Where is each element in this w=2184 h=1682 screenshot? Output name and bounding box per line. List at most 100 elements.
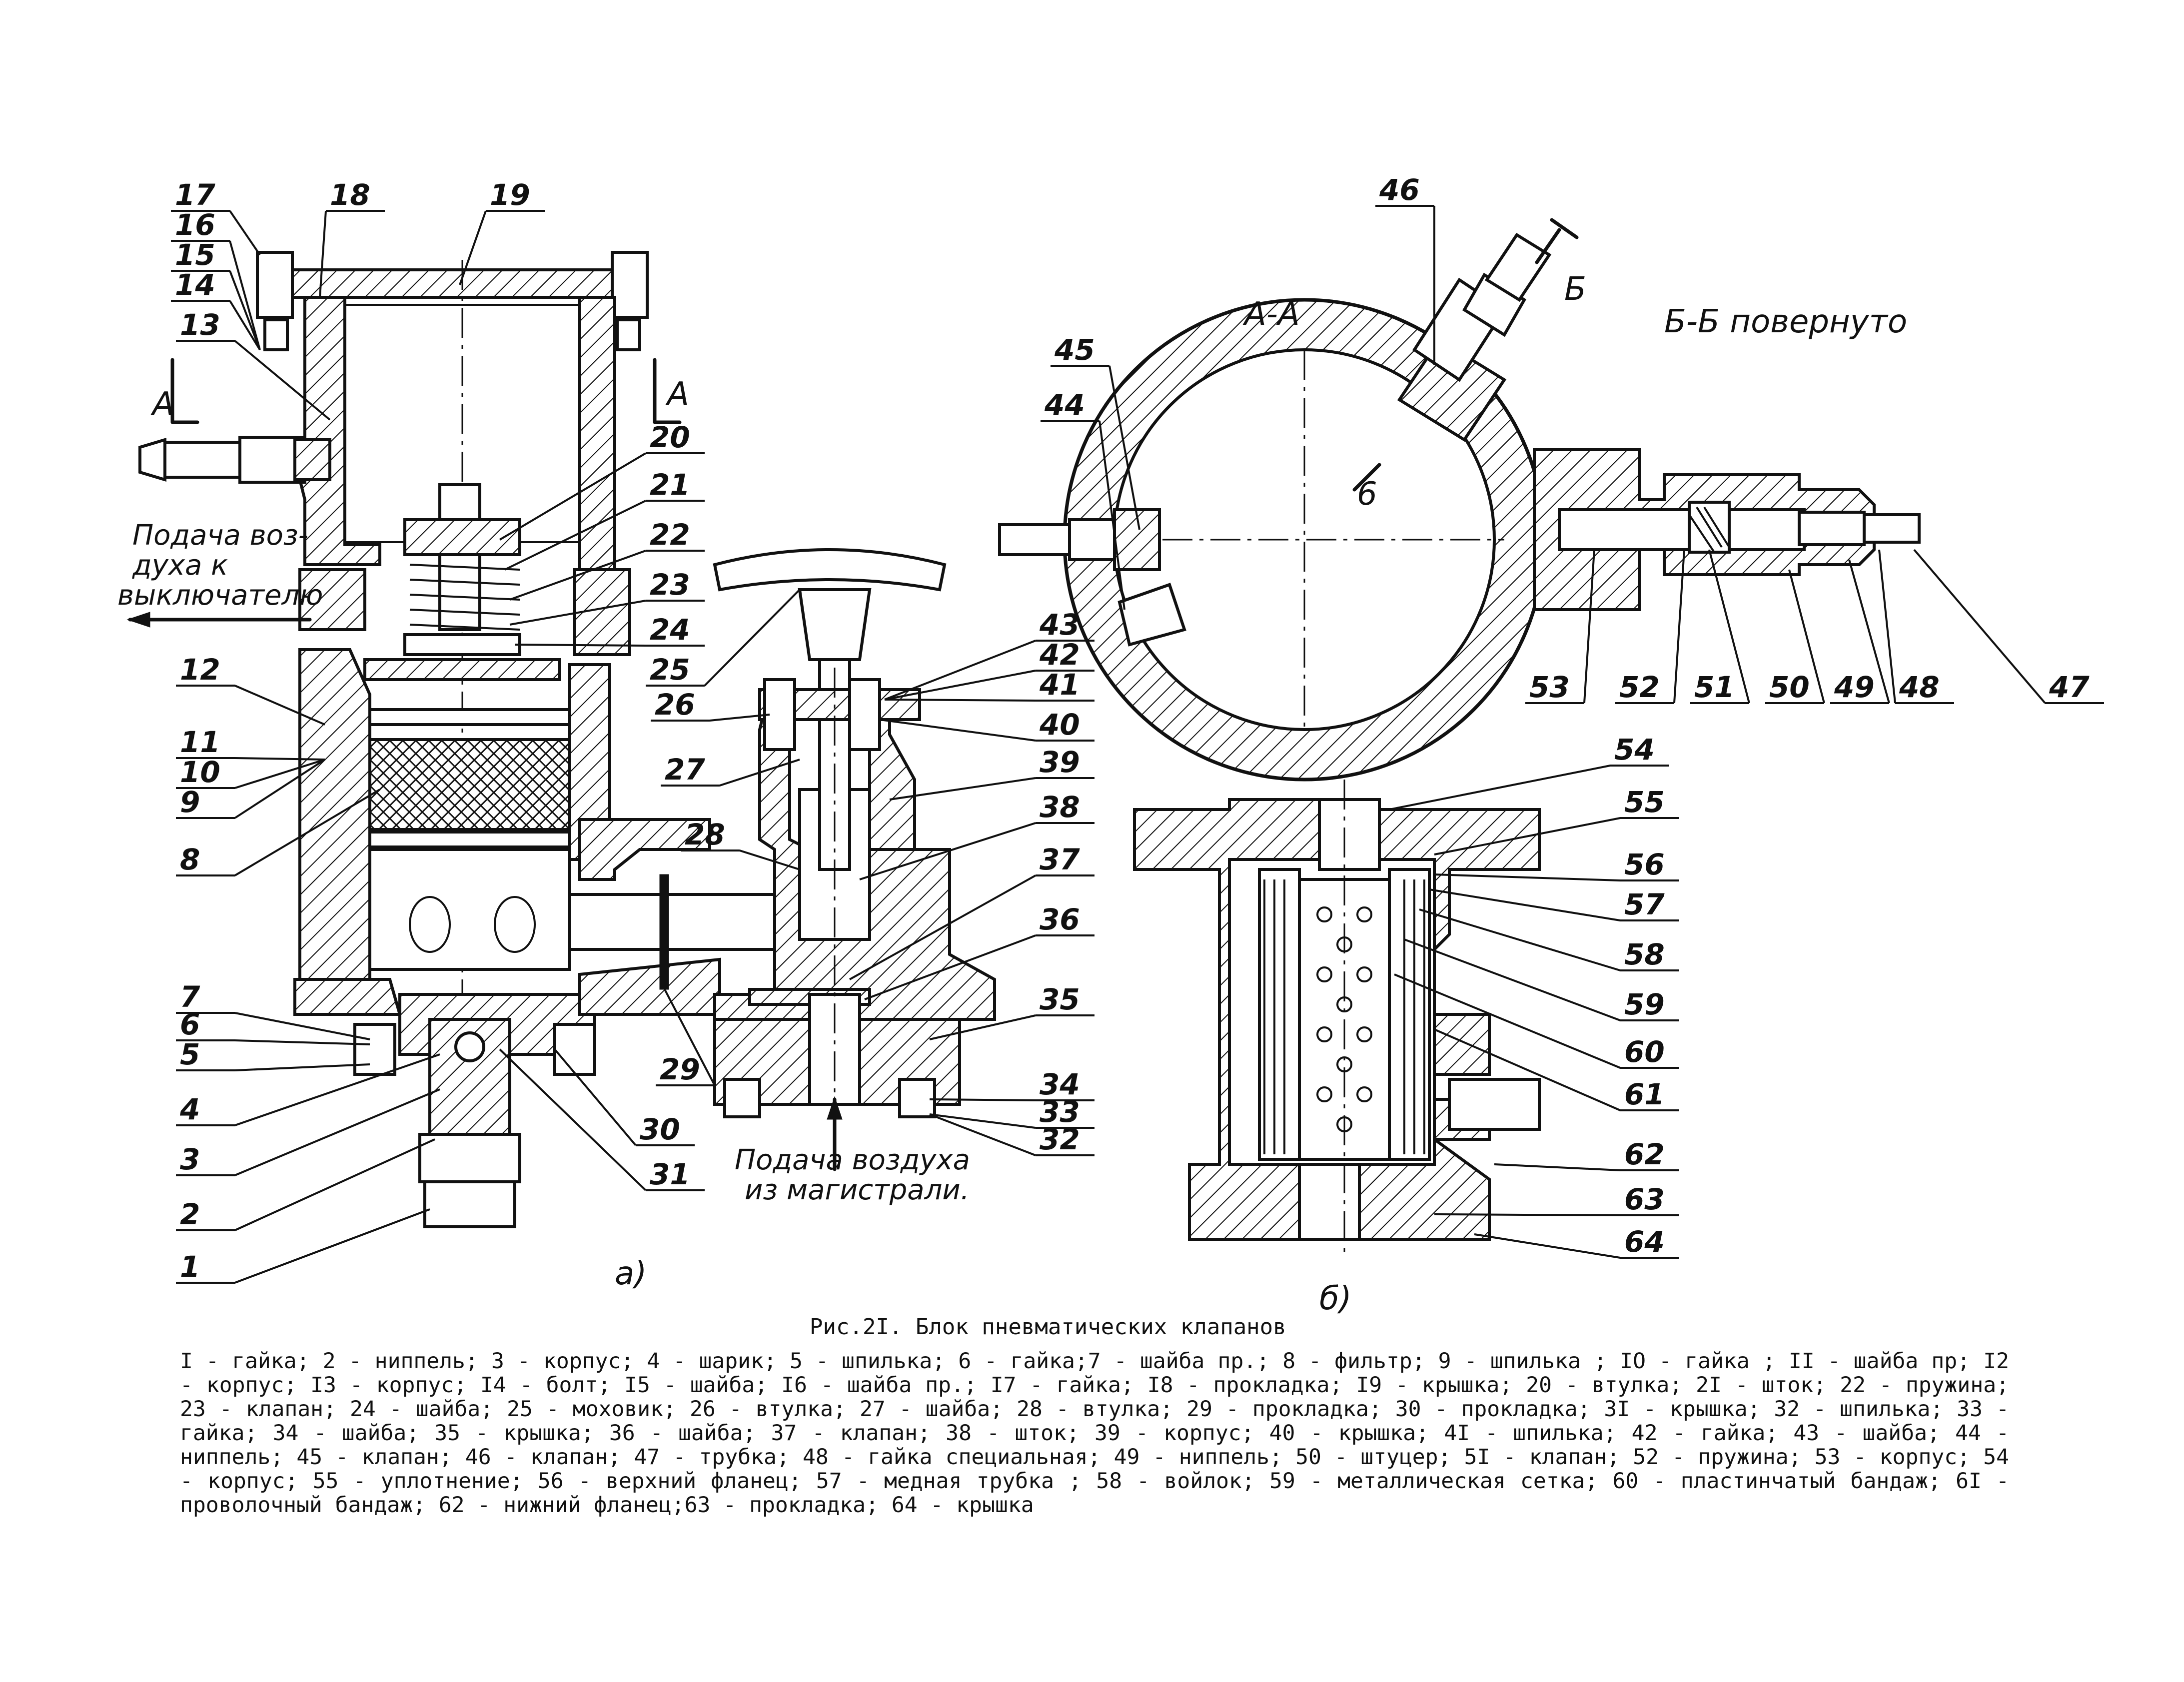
view-a-label: а): [615, 1255, 647, 1292]
callout-number: 10: [180, 755, 220, 789]
callout-62: 62: [1494, 1137, 1679, 1171]
callout-number: 27: [665, 753, 705, 787]
callout-51: 51: [1690, 549, 1750, 704]
callout-number: 25: [650, 653, 690, 687]
dimension-6: 6: [1357, 476, 1377, 513]
callout-20: 20: [499, 420, 705, 541]
callout-47: 47: [1913, 549, 2104, 704]
callout-46: 46: [1375, 173, 1435, 365]
callout-number: 1: [180, 1250, 200, 1284]
callout-number: 31: [650, 1157, 690, 1191]
callout-number: 8: [180, 842, 200, 876]
callout-9: 9: [176, 759, 326, 819]
callout-number: 12: [180, 653, 220, 687]
callout-number: 3: [180, 1142, 200, 1176]
callout-number: 36: [1040, 902, 1080, 936]
callout-24: 24: [514, 613, 705, 647]
callout-45: 45: [1051, 333, 1140, 530]
callout-8: 8: [176, 789, 381, 876]
callout-number: 29: [660, 1052, 700, 1086]
callout-41: 41: [884, 668, 1094, 702]
callout-number: 20: [650, 420, 690, 454]
callout-3: 3: [176, 1088, 440, 1176]
callout-number: 24: [650, 613, 690, 647]
callout-7: 7: [176, 980, 370, 1040]
callout-number: 30: [640, 1112, 680, 1146]
callout-30: 30: [554, 1048, 695, 1146]
section-mark-b: Б: [1564, 271, 1586, 308]
callout-number: 40: [1039, 708, 1080, 742]
callout-number: 19: [490, 178, 530, 212]
callout-39: 39: [889, 745, 1094, 801]
callout-number: 51: [1694, 670, 1735, 704]
callout-number: 4: [179, 1092, 200, 1126]
callout-1: 1: [176, 1208, 430, 1284]
callout-number: 48: [1899, 670, 1940, 704]
callout-40: 40: [879, 708, 1094, 742]
callout-number: 35: [1040, 982, 1080, 1016]
callout-number: 64: [1624, 1225, 1665, 1259]
callout-63: 63: [1434, 1182, 1679, 1216]
callout-13: 13: [176, 308, 331, 421]
callout-number: 61: [1624, 1077, 1665, 1111]
callout-50: 50: [1765, 569, 1825, 704]
callout-number: 2: [180, 1197, 200, 1231]
callout-35: 35: [929, 982, 1094, 1040]
callout-number: 45: [1054, 333, 1095, 367]
callout-number: 63: [1624, 1182, 1665, 1216]
air-to-switch-line2: духа к: [132, 549, 228, 582]
callout-56: 56: [1434, 847, 1679, 881]
callout-43: 43: [884, 608, 1094, 701]
callout-52: 52: [1615, 549, 1685, 704]
callout-number: 46: [1379, 173, 1420, 207]
callout-number: 9: [180, 785, 200, 819]
callout-number: 26: [655, 688, 695, 722]
callout-number: 16: [175, 208, 215, 242]
callout-number: 52: [1619, 670, 1660, 704]
figure-caption: Рис.2I. Блок пневматических клапанов: [810, 1314, 1286, 1340]
callout-22: 22: [509, 518, 705, 601]
callout-number: 53: [1529, 670, 1570, 704]
callout-number: 60: [1624, 1035, 1665, 1069]
callout-number: 5: [180, 1037, 200, 1071]
callout-17: 17: [171, 178, 261, 256]
callout-11: 11: [176, 725, 325, 761]
section-aa: [998, 218, 1579, 782]
callout-36: 36: [864, 902, 1094, 1000]
callout-34: 34: [929, 1067, 1094, 1101]
callout-49: 49: [1830, 559, 1890, 704]
view-a-assembly: [126, 251, 996, 1228]
callout-number: 21: [650, 468, 690, 502]
callout-18: 18: [319, 178, 385, 298]
callout-number: 57: [1624, 887, 1665, 921]
callout-28: 28: [681, 818, 800, 870]
callout-number: 43: [1039, 608, 1080, 642]
callout-number: 49: [1834, 670, 1875, 704]
callout-31: 31: [499, 1048, 705, 1191]
callout-10: 10: [176, 755, 325, 789]
callout-64: 64: [1474, 1225, 1679, 1259]
callout-53: 53: [1525, 549, 1595, 704]
callout-16: 16: [171, 208, 261, 350]
callout-number: 59: [1624, 987, 1665, 1021]
callout-number: 50: [1769, 670, 1810, 704]
callout-29: 29: [656, 989, 716, 1086]
callout-55: 55: [1434, 785, 1679, 855]
callout-number: 13: [180, 308, 220, 342]
callout-number: 11: [180, 725, 220, 759]
callout-number: 41: [1039, 668, 1080, 702]
air-to-switch-line3: выключателю: [117, 579, 323, 612]
callout-number: 47: [2049, 670, 2090, 704]
callout-19: 19: [459, 178, 545, 285]
callout-44: 44: [1041, 388, 1125, 610]
callout-54: 54: [1389, 733, 1669, 811]
callout-15: 15: [171, 238, 261, 350]
air-from-main-line1: Подача воздуха: [735, 1144, 970, 1176]
callout-number: 54: [1614, 733, 1655, 767]
callout-number: 44: [1044, 388, 1085, 422]
callout-number: 7: [180, 980, 200, 1014]
air-to-switch-line1: Подача воз-: [132, 519, 308, 552]
section-aa-title: А-А: [1242, 296, 1300, 333]
